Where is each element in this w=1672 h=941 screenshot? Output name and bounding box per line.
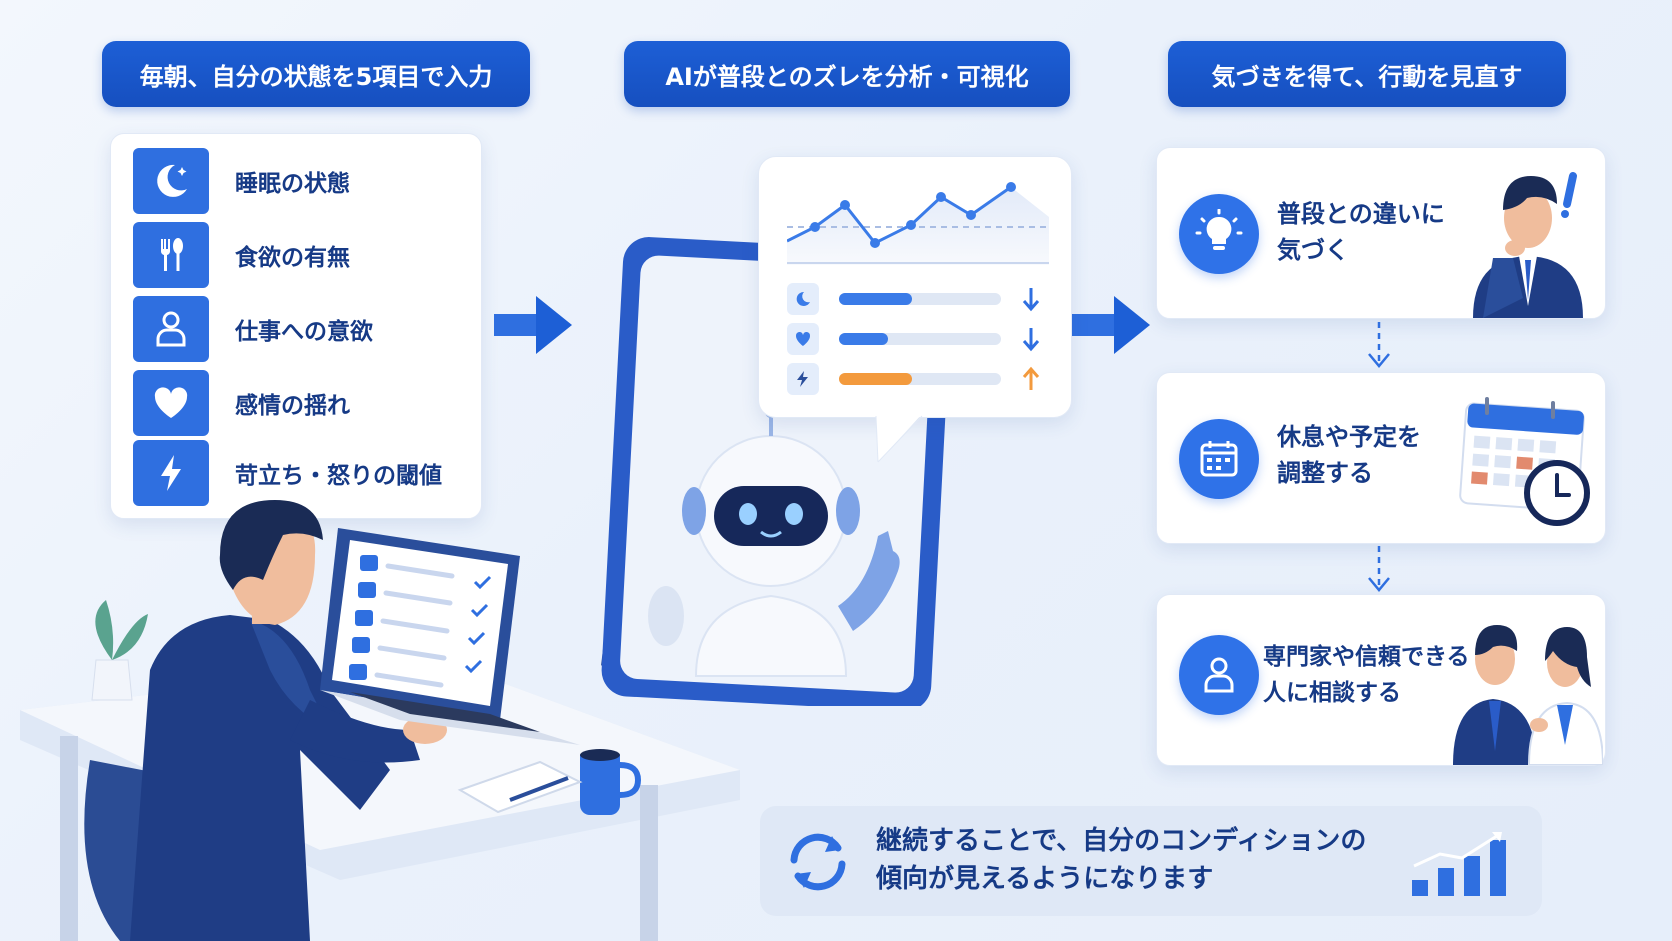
refresh-cycle-icon [790, 833, 846, 891]
moon-icon [787, 283, 819, 315]
summary-line2: 傾向が見えるようになります [876, 864, 1214, 894]
thinking-person-illustration [1473, 172, 1583, 318]
action-adjust-line2: 調整する [1277, 459, 1373, 487]
action-card-consult: 専門家や信頼できる人に相談する [1156, 594, 1606, 766]
fork-spoon-icon [133, 222, 209, 288]
input-label-sleep: 睡眠の状態 [235, 171, 350, 197]
summary-banner: 継続することで、自分のコンディションの傾向が見えるようになります [760, 806, 1542, 916]
input-label-emotion: 感情の揺れ [235, 393, 350, 419]
arrow-up-icon [1022, 366, 1040, 390]
arrow-down-icon [1022, 328, 1040, 352]
heart-icon [133, 370, 209, 436]
input-item-anger: 苛立ち・怒りの閾値 [133, 440, 442, 506]
deviation-bar-track [839, 293, 1001, 305]
deviation-bar-fill [839, 373, 912, 385]
input-label-motivation: 仕事への意欲 [235, 319, 373, 345]
arrow-down-icon [1368, 322, 1390, 368]
deviation-bar-track [839, 333, 1001, 345]
action-notice-line1: 普段との違いに [1277, 200, 1445, 228]
person-at-laptop-illustration [20, 500, 740, 941]
input-list-card: 睡眠の状態 食欲の有無 仕事への意欲 感情の揺れ 苛立ち・怒りの閾値 [110, 133, 482, 519]
step2-label: AIが普段とのズレを分析・可視化 [665, 62, 1029, 91]
action-adjust-line1: 休息や予定を [1277, 423, 1421, 451]
deviation-bar-fill [839, 333, 888, 345]
step2-header: AIが普段とのズレを分析・可視化 [624, 41, 1070, 107]
deviation-bar-fill [839, 293, 912, 305]
lightning-icon [787, 363, 819, 395]
deviation-bar-track [839, 373, 1001, 385]
input-item-appetite: 食欲の有無 [133, 222, 350, 288]
growth-bar-chart-icon [1412, 832, 1506, 896]
action-consult-line1: 専門家や信頼できる [1263, 644, 1470, 670]
consultation-illustration [1453, 625, 1603, 765]
input-item-motivation: 仕事への意欲 [133, 296, 373, 362]
input-label-appetite: 食欲の有無 [235, 245, 350, 271]
step3-label: 気づきを得て、行動を見直す [1211, 62, 1523, 91]
action-notice-line2: 気づく [1277, 236, 1349, 264]
step1-label: 毎朝、自分の状態を5項目で入力 [139, 62, 493, 91]
input-item-sleep: 睡眠の状態 [133, 148, 350, 214]
calendar-clock-illustration [1459, 397, 1590, 526]
step3-header: 気づきを得て、行動を見直す [1168, 41, 1566, 107]
person-icon [1179, 635, 1259, 715]
bubble-tail [875, 414, 923, 463]
heart-icon [787, 323, 819, 355]
input-item-emotion: 感情の揺れ [133, 370, 350, 436]
lightbulb-icon [1179, 194, 1259, 274]
calendar-icon [1179, 419, 1259, 499]
arrow-right-icon [1072, 296, 1150, 354]
trend-line-chart [787, 182, 1049, 265]
moon-icon [133, 148, 209, 214]
action-consult-line2: 人に相談する [1263, 680, 1401, 706]
lightning-icon [133, 440, 209, 506]
step1-header: 毎朝、自分の状態を5項目で入力 [102, 41, 530, 107]
arrow-down-icon [1022, 288, 1040, 312]
summary-line1: 継続することで、自分のコンディションの [876, 826, 1367, 856]
person-icon [133, 296, 209, 362]
input-label-anger: 苛立ち・怒りの閾値 [235, 463, 442, 489]
arrow-down-icon [1368, 546, 1390, 592]
arrow-right-icon [494, 296, 572, 354]
action-card-adjust: 休息や予定を調整する [1156, 372, 1606, 544]
analysis-bubble [758, 156, 1072, 418]
action-card-notice: 普段との違いに気づく [1156, 147, 1606, 319]
